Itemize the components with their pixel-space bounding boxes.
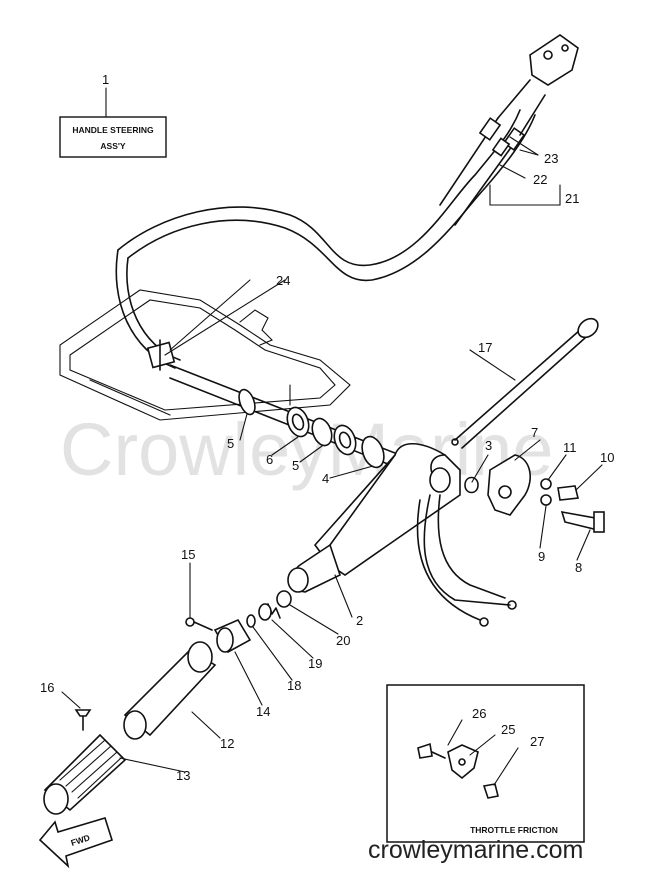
steering-bracket: [287, 443, 517, 627]
leader-lines: [61, 136, 603, 773]
assembly-label: HANDLE STEERING ASS'Y: [59, 87, 167, 158]
callout-22: 22: [533, 172, 547, 187]
pivot-shaft: [169, 364, 401, 469]
friction-bolt: [451, 317, 599, 449]
throttle-cable: [115, 34, 579, 369]
callout-20: 20: [336, 633, 350, 648]
callout-13: 13: [176, 768, 190, 783]
callout-24: 24: [276, 273, 290, 288]
assembly-label-line1: HANDLE STEERING: [72, 125, 154, 135]
callout-25: 25: [501, 722, 515, 737]
callout-12: 12: [220, 736, 234, 751]
callout-23: 23: [544, 151, 558, 166]
callout-4: 4: [322, 471, 329, 486]
callout-6: 6: [266, 452, 273, 467]
throttle-friction-inset: THROTTLE FRICTION: [386, 684, 585, 843]
callout-8: 8: [575, 560, 582, 575]
callout-18: 18: [287, 678, 301, 693]
callout-27: 27: [530, 734, 544, 749]
side-plate-parts: [464, 454, 605, 533]
callout-7: 7: [531, 425, 538, 440]
callout-5b: 5: [292, 458, 299, 473]
inset-title: THROTTLE FRICTION: [470, 825, 558, 835]
callout-17: 17: [478, 340, 492, 355]
callout-10: 10: [600, 450, 614, 465]
callout-19: 19: [308, 656, 322, 671]
callout-11: 11: [563, 440, 577, 455]
callout-1: 1: [102, 72, 109, 87]
callout-2: 2: [356, 613, 363, 628]
callout-14: 14: [256, 704, 270, 719]
site-url[interactable]: crowleymarine.com: [368, 836, 583, 864]
callout-9: 9: [538, 549, 545, 564]
callout-15: 15: [181, 547, 195, 562]
callout-21: 21: [565, 191, 579, 206]
callout-3: 3: [485, 438, 492, 453]
callout-26: 26: [472, 706, 486, 721]
fwd-arrow: FWD: [38, 817, 113, 869]
handle-assembly: [43, 590, 292, 815]
callout-5a: 5: [227, 436, 234, 451]
assembly-label-line2: ASS'Y: [100, 141, 125, 151]
cable-clamp: [146, 279, 251, 371]
callout-numbers: 1 2 3 4 5 5 6 7 8 9 10 11 12 13 14 15 16…: [40, 72, 614, 783]
callout-16: 16: [40, 680, 54, 695]
lower-cowl-outline: [59, 289, 351, 421]
